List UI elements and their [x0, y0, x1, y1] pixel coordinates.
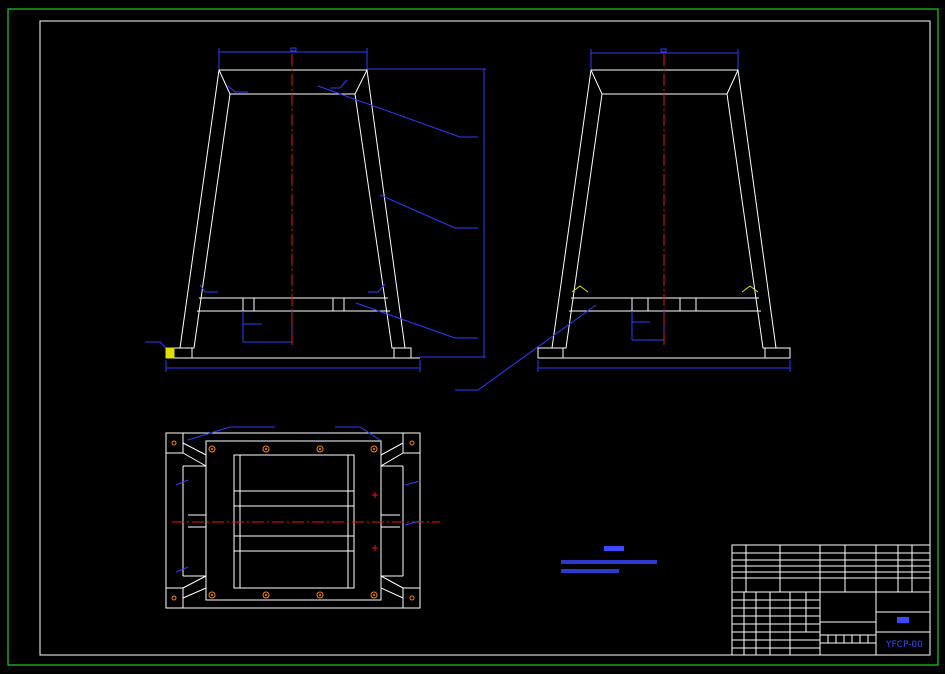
sheet-border [7, 8, 939, 666]
drawing-frame [39, 20, 931, 656]
side-view [455, 48, 791, 391]
drawing-number: YFCP-00 [885, 640, 923, 650]
front-view [145, 47, 486, 372]
technical-notes [561, 546, 657, 573]
top-view [165, 426, 440, 609]
title-block: YFCP-00 [731, 544, 931, 656]
